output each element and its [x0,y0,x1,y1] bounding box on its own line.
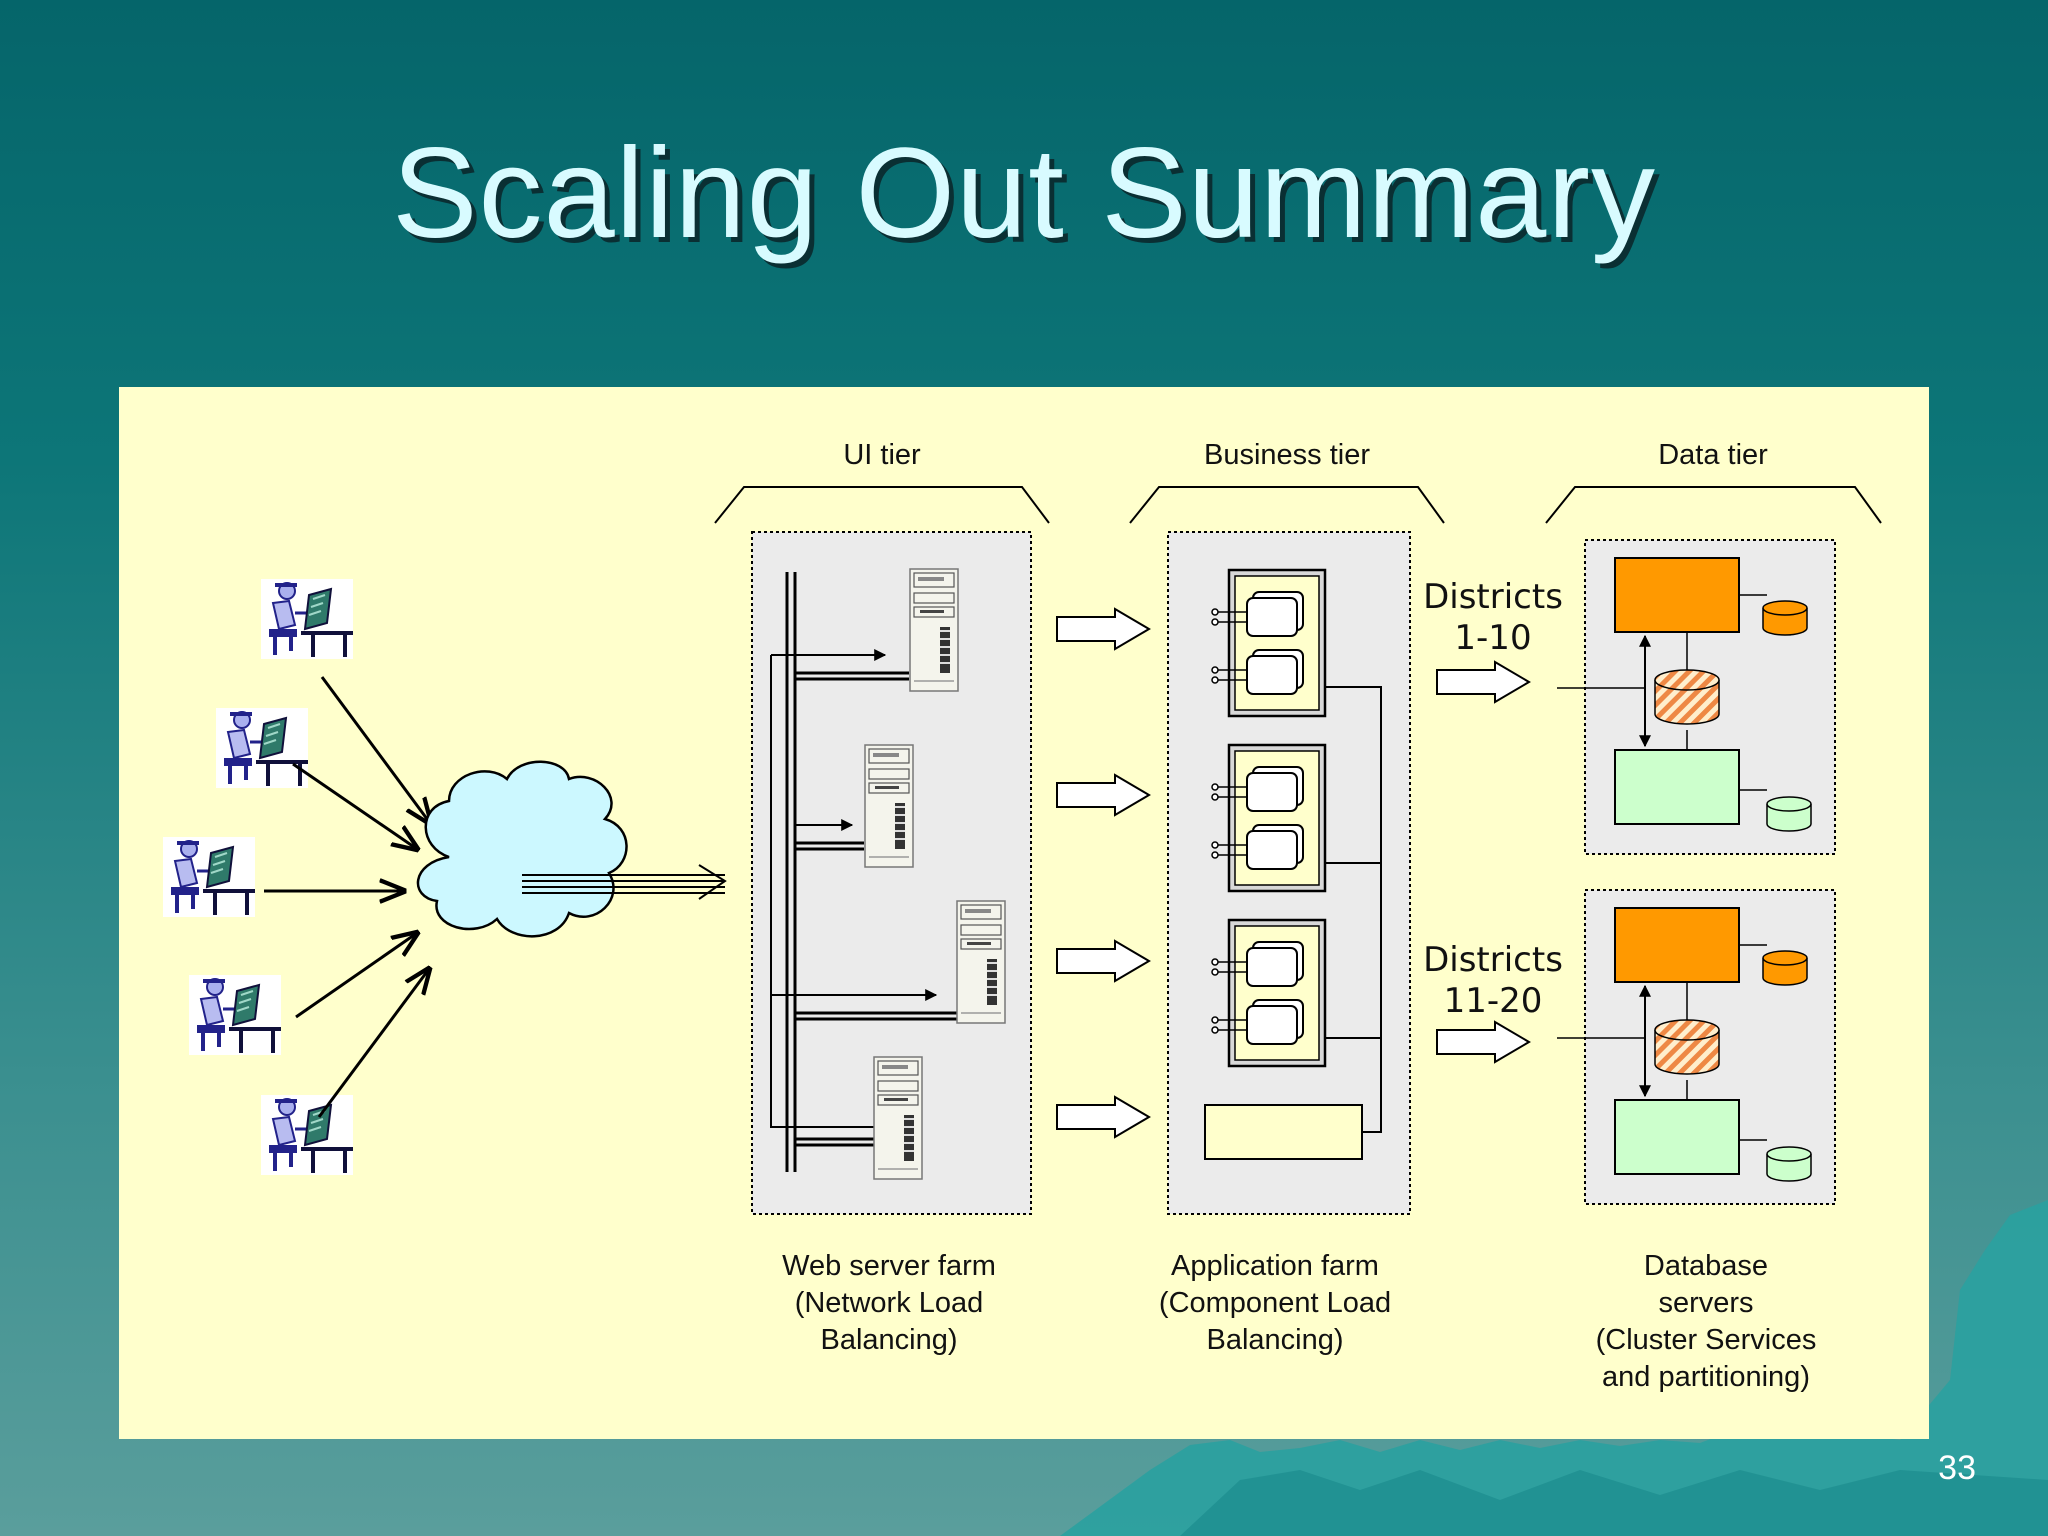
diagram-panel: UI tier Business tier Data tier District… [119,387,1929,1439]
database-cylinder-icon [1766,1146,1812,1182]
client-workstation-icon [187,973,283,1057]
component-group-icon [1210,568,1327,718]
client-workstation-icon [161,835,257,919]
client-workstation-icon [214,706,310,790]
cloud-to-farm-arrow [522,864,727,900]
data-tier-brace [1545,486,1882,524]
web-to-app-arrow-icon [1056,608,1150,650]
component-group-icon [1210,743,1327,893]
web-server-icon [873,1056,923,1180]
web-to-app-arrow-icon [1056,940,1150,982]
client-connection-arrows [264,676,430,1118]
database-servers-caption: Database servers (Cluster Services and p… [1595,1250,1817,1393]
architecture-diagram [161,486,1882,1215]
internet-cloud-icon [416,760,628,938]
component-group-icon [1210,918,1327,1068]
database-cylinder-icon [1766,796,1812,832]
data-tier-label: Data tier [1658,439,1768,471]
ui-tier-label: UI tier [843,439,921,471]
page-number: 33 [1938,1449,1976,1487]
ui-tier-brace [714,486,1050,524]
client-workstation-icon [259,577,355,661]
web-server-icon [909,568,959,692]
client-workstation-icon [259,1093,355,1177]
web-server-icon [956,900,1006,1024]
districts-11-20-label: Districts 11-20 [1423,940,1563,1021]
application-farm-caption: Application farm (Component Load Balanci… [1158,1250,1392,1356]
slide-title: Scaling Out Summary [392,122,1656,265]
component-load-balancer [1204,1104,1363,1160]
district-arrow-icon [1436,661,1530,703]
business-tier-label: Business tier [1203,439,1371,471]
app-farm-connector [1325,686,1382,1133]
district-arrow-icon [1436,1021,1530,1063]
web-server-farm-caption: Web server farm (Network Load Balancing) [782,1250,996,1356]
web-farm-bus [770,572,959,1172]
web-to-app-arrow-icon [1056,1096,1150,1138]
districts-1-10-label: Districts 1-10 [1423,577,1563,658]
web-server-icon [864,744,914,868]
web-to-app-arrow-icon [1056,774,1150,816]
business-tier-brace [1129,486,1445,524]
